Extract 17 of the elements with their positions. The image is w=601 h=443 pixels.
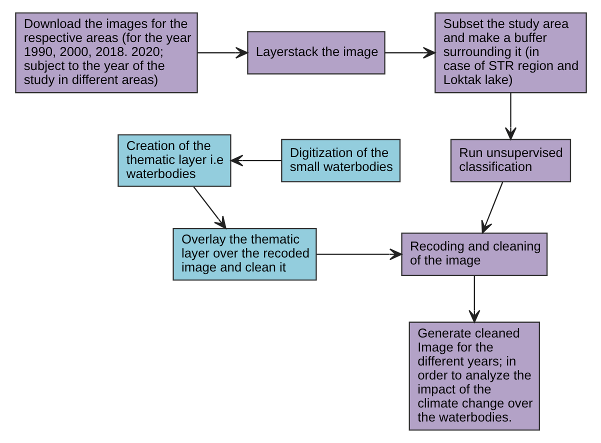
node-box: Digitization of the small waterbodies xyxy=(280,138,400,182)
arrow xyxy=(384,46,436,59)
node-box: Run unsupervised classification xyxy=(450,138,571,182)
arrow xyxy=(192,186,226,230)
arrow xyxy=(230,154,282,166)
node-box: Layerstack the image xyxy=(246,31,385,74)
arrow xyxy=(468,276,480,323)
arrow xyxy=(196,46,248,59)
arrow xyxy=(480,182,503,234)
node-box: Recoding and cleaning of the image xyxy=(400,232,548,276)
arrow xyxy=(316,248,402,260)
node-box: Generate cleaned Image for the different years; in order to analyze the impact of the climate change over the waterbodies. xyxy=(408,322,540,431)
node-box: Overlay the thematic layer over the recoded image and clean it xyxy=(172,228,316,281)
node-box: Download the images for the respective areas (for the year 1990, 2000, 2018. 2020; subject to the year of the study in different areas) xyxy=(14,12,198,94)
node-box: Creation of the thematic layer i.e waterbodies xyxy=(117,134,231,187)
node-box: Subset the study area and make a buffer surrounding it (in case of STR region and Loktak lake) xyxy=(434,12,586,94)
arrow xyxy=(504,92,516,140)
